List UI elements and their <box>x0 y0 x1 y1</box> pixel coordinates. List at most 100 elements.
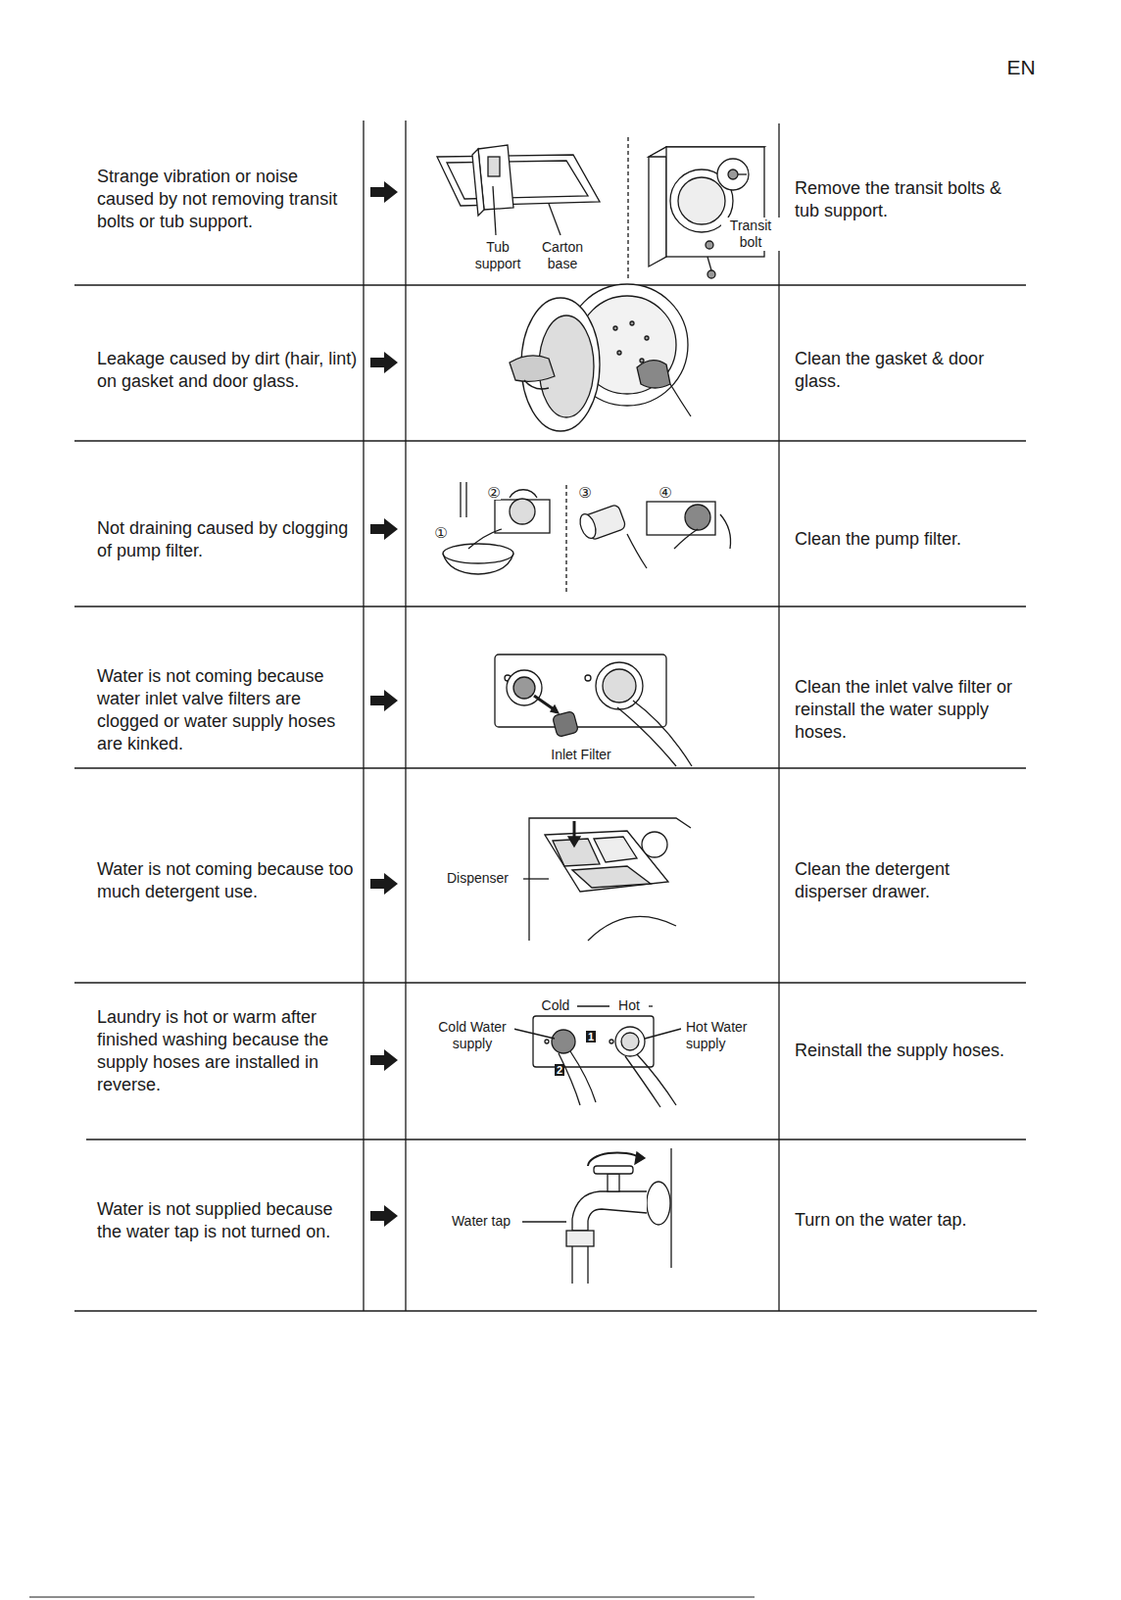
cause-text: Water is not coming because too much det… <box>97 858 360 904</box>
callout-number: ④ <box>658 485 672 500</box>
table-rules <box>74 439 1026 441</box>
supply-hose-illustration <box>513 1006 682 1108</box>
part-name: Hot <box>609 997 649 1015</box>
water-tap-illustration <box>571 1246 573 1284</box>
dispenser-illustration <box>521 877 549 879</box>
part-name: Cold Water supply <box>430 1019 515 1053</box>
pump-filter-illustration <box>720 514 732 549</box>
water-tap-illustration <box>670 1148 672 1268</box>
gasket-cleaning-illustration <box>636 360 671 389</box>
supply-hose-illustration <box>609 1039 614 1044</box>
transit-bolt-illustration <box>472 148 485 216</box>
table-rules <box>74 605 1026 607</box>
transit-bolt-illustration <box>648 146 667 267</box>
water-tap-illustration <box>587 1152 641 1167</box>
pump-filter-illustration <box>627 534 647 569</box>
pump-filter-illustration <box>465 482 467 518</box>
gasket-cleaning-illustration <box>630 321 634 326</box>
callout-number: ② <box>487 485 500 500</box>
water-tap-illustration <box>586 1246 588 1284</box>
dispenser-illustration <box>593 836 637 863</box>
block-arrows <box>370 518 398 540</box>
table-rules <box>74 1310 1037 1312</box>
table-rules <box>74 981 1026 983</box>
block-arrows <box>370 181 398 1227</box>
remedy-text: Clean the pump filter. <box>794 528 1016 551</box>
transit-bolt-illustration <box>717 158 749 191</box>
water-tap-illustration <box>572 1191 647 1231</box>
dispenser-illustration <box>568 836 581 847</box>
supply-hose-illustration <box>644 1028 682 1039</box>
inlet-filter-illustration <box>494 654 692 767</box>
water-tap-illustration <box>593 1166 634 1174</box>
block-arrows <box>370 689 398 712</box>
remedy-text: Clean the inlet valve filter or reinstal… <box>794 676 1016 744</box>
inlet-filter-illustration <box>552 711 580 738</box>
part-name: Cold <box>534 997 578 1015</box>
inlet-filter-illustration <box>584 675 591 682</box>
table-rules <box>362 120 364 1312</box>
transit-bolt-illustration <box>627 137 629 280</box>
dispenser-illustration <box>528 842 530 941</box>
dispenser-illustration <box>521 818 691 941</box>
pump-filter-illustration <box>674 529 698 549</box>
water-tap-illustration <box>646 1181 671 1225</box>
cause-text: Strange vibration or noise caused by not… <box>97 165 360 234</box>
inlet-filter-illustration <box>513 677 536 699</box>
supply-hose-illustration <box>544 1039 549 1044</box>
dispenser-illustration <box>587 916 677 941</box>
remedy-text: Clean the detergent disperser drawer. <box>794 858 1016 904</box>
inlet-filter-illustration <box>506 670 542 706</box>
water-tap-illustration <box>634 1152 645 1165</box>
transit-bolt-illustration <box>437 137 765 280</box>
block-arrows <box>370 1049 398 1072</box>
supply-hose-illustration <box>558 1053 581 1106</box>
table-rules <box>778 123 780 1312</box>
gasket-cleaning-illustration <box>617 350 622 355</box>
transit-bolt-illustration <box>737 173 747 175</box>
gasket-cleaning-illustration <box>509 284 691 432</box>
pump-filter-illustration <box>565 485 567 593</box>
transit-bolt-illustration <box>548 203 561 236</box>
remedy-text: Remove the transit bolts & tub support. <box>794 177 1016 223</box>
block-arrows <box>370 351 398 374</box>
part-name: Carton base <box>526 239 599 273</box>
gasket-cleaning-illustration <box>644 336 649 341</box>
gasket-cleaning-illustration <box>509 355 555 383</box>
table-rules <box>74 767 1026 769</box>
inlet-filter-illustration <box>550 705 559 714</box>
pump-filter-illustration <box>509 489 537 498</box>
remedy-text: Clean the gasket & door glass. <box>794 347 1016 393</box>
transit-bolt-illustration <box>487 156 500 177</box>
cause-text: Leakage caused by dirt (hair, lint) on g… <box>97 347 360 393</box>
inlet-filter-illustration <box>633 700 692 767</box>
step-number: 1 <box>585 1030 596 1043</box>
transit-bolt-illustration <box>707 270 716 279</box>
water-tap-illustration <box>566 1230 594 1247</box>
water-tap-illustration <box>522 1148 672 1284</box>
part-name: Tub support <box>461 239 535 273</box>
pump-filter-illustration <box>442 482 732 593</box>
table-rules <box>29 1597 755 1599</box>
block-arrows <box>370 181 398 203</box>
transit-bolt-illustration <box>705 241 714 249</box>
page-language: EN <box>1001 54 1041 82</box>
supply-hose-illustration <box>533 1016 654 1068</box>
supply-hose-illustration <box>615 1026 645 1057</box>
callout-number: ① <box>434 525 447 540</box>
part-name: Dispenser <box>444 870 524 887</box>
remedy-text: Turn on the water tap. <box>794 1209 1016 1232</box>
table-rules <box>29 120 1037 1598</box>
pump-filter-illustration <box>459 482 461 518</box>
dispenser-illustration <box>572 866 651 888</box>
cause-text: Laundry is hot or warm after finished wa… <box>97 1006 360 1097</box>
part-name: Inlet Filter <box>535 746 628 764</box>
pump-filter-illustration <box>684 504 711 531</box>
part-name: Hot Water supply <box>683 1019 769 1053</box>
supply-hose-illustration <box>574 1005 610 1007</box>
cause-text: Water is not supplied because the water … <box>97 1198 360 1244</box>
callout-number: ③ <box>578 485 591 500</box>
supply-hose-illustration <box>636 1054 677 1106</box>
pump-filter-illustration <box>509 498 536 525</box>
transit-bolt-illustration <box>707 256 712 271</box>
